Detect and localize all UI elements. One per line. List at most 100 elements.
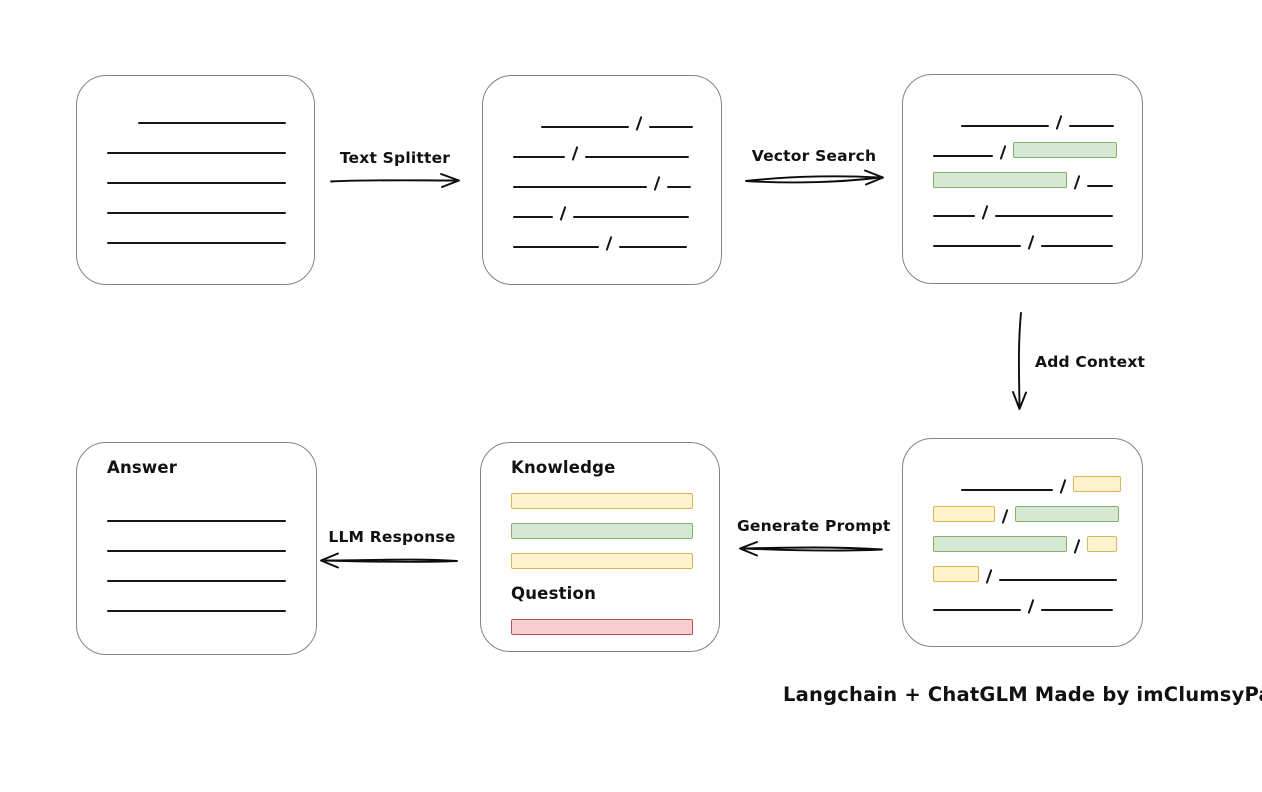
llm-response-arrowhead [320,552,339,569]
chunk-row [107,493,316,523]
generate-prompt-arrow [743,546,883,552]
text-line [107,212,286,214]
chunk-row [933,158,1142,190]
chunk-row [933,98,1142,130]
text-splitter-label: Text Splitter [339,149,451,167]
prompt-box: Knowledge Question [480,442,720,652]
chunk-row [513,159,721,191]
text-line [933,245,1021,247]
chunk-row [107,125,314,155]
text-line [995,215,1114,217]
footer-credit: Langchain + ChatGLM Made by imClumsyPand… [783,683,1262,706]
matched-chunks-box [902,74,1143,284]
question-label: Question [511,584,597,603]
text-line [933,155,993,157]
text-line [107,152,286,154]
chunk-row [511,479,719,509]
add-context-arrowhead [1012,391,1027,410]
green-chunk [1013,142,1118,158]
llm-response-label: LLM Response [328,528,456,546]
answer-label: Answer [107,458,178,477]
chunk-row [107,185,314,215]
text-line [933,609,1021,611]
yellow-chunk [1087,536,1118,552]
generate-prompt-arrowhead [739,541,758,557]
llm-response-arrow [324,558,458,563]
green-chunk [933,172,1067,188]
matched-chunk-rows [903,75,1142,250]
text-line [513,156,565,158]
document-lines [77,76,314,245]
text-line [933,215,975,217]
chunk-row [511,539,719,569]
chunk-row [107,155,314,185]
split-chunks-box [482,75,722,285]
text-line [107,550,286,552]
chunk-row [107,523,316,553]
yellow-chunk [933,506,995,522]
chunk-row [107,95,314,125]
text-line [107,182,286,184]
slash-separator [1027,599,1035,614]
chunk-row [933,462,1142,494]
text-line [107,520,286,522]
green-chunk [1015,506,1120,522]
text-line [1041,245,1114,247]
chunk-row [107,553,316,583]
text-line [107,580,286,582]
slash-separator [605,236,613,251]
chunk-row [933,188,1142,220]
chunk-row [933,218,1142,250]
text-line [585,156,690,158]
yellow-chunk [511,493,693,509]
question-bar [481,605,719,635]
answer-lines [77,493,316,613]
text-line [1069,125,1115,127]
text-splitter-arrow [330,179,456,183]
vector-search-arrow [745,175,880,184]
vector-search-arrowhead [864,169,884,186]
text-line [1041,609,1114,611]
chunk-row [933,522,1142,554]
chunk-row [513,99,721,131]
chunk-row [513,129,721,161]
chunk-row [107,215,314,245]
text-line [107,242,286,244]
knowledge-label: Knowledge [511,458,616,477]
split-chunk-rows [483,76,721,251]
context-chunks-box [902,438,1143,647]
text-line [138,122,286,124]
vector-search-label: Vector Search [751,147,877,165]
text-line [1087,185,1114,187]
source-document-box [76,75,315,285]
yellow-chunk [511,553,693,569]
chunk-row [513,189,721,221]
chunk-row [933,582,1142,614]
context-chunk-rows [903,439,1142,614]
green-chunk [933,536,1067,552]
text-line [961,489,1053,491]
text-line [649,126,694,128]
text-line [513,186,647,188]
slash-separator [1027,235,1035,250]
knowledge-bars [481,479,719,569]
add-context-label: Add Context [1035,353,1146,371]
add-context-arrow [1017,312,1022,406]
yellow-chunk [933,566,979,582]
red-chunk [511,619,693,635]
green-chunk [511,523,693,539]
text-line [107,610,286,612]
text-line [573,216,690,218]
answer-box: Answer [76,442,317,655]
chunk-row [107,583,316,613]
chunk-row [933,552,1142,584]
chunk-row [511,509,719,539]
chunk-row [513,219,721,251]
text-line [619,246,688,248]
text-line [667,186,692,188]
text-line [541,126,629,128]
text-splitter-arrowhead [440,173,460,188]
yellow-chunk [1073,476,1122,492]
text-line [999,579,1118,581]
